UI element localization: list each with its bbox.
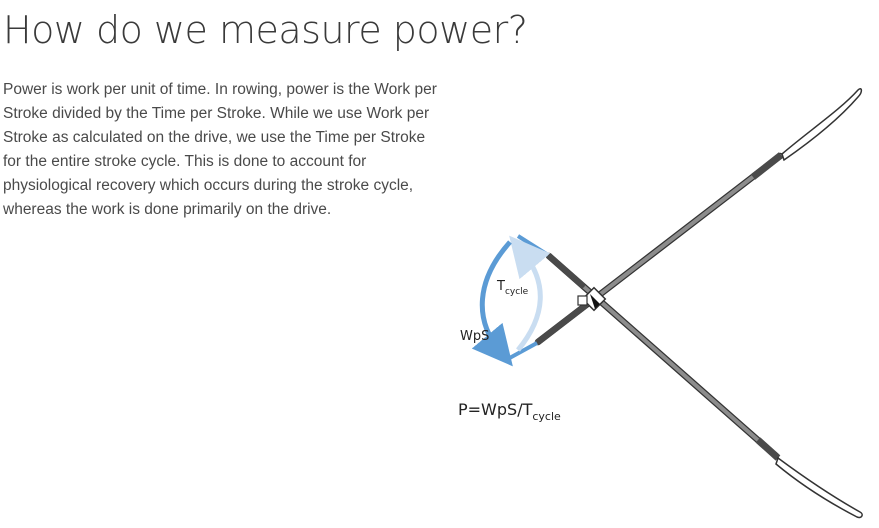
wps-label: WpS: [460, 329, 489, 344]
power-formula: P=WpS/Tcycle: [458, 400, 561, 423]
oar-catch: [534, 87, 863, 346]
page-title: How do we measure power?: [3, 8, 528, 52]
oarlock: [577, 286, 607, 312]
oar-finish: [545, 252, 863, 519]
t-cycle-label: Tcycle: [496, 279, 529, 297]
recovery-arrow: [509, 235, 551, 352]
drive-arrow: [471, 240, 513, 367]
intro-paragraph: Power is work per unit of time. In rowin…: [3, 81, 437, 218]
